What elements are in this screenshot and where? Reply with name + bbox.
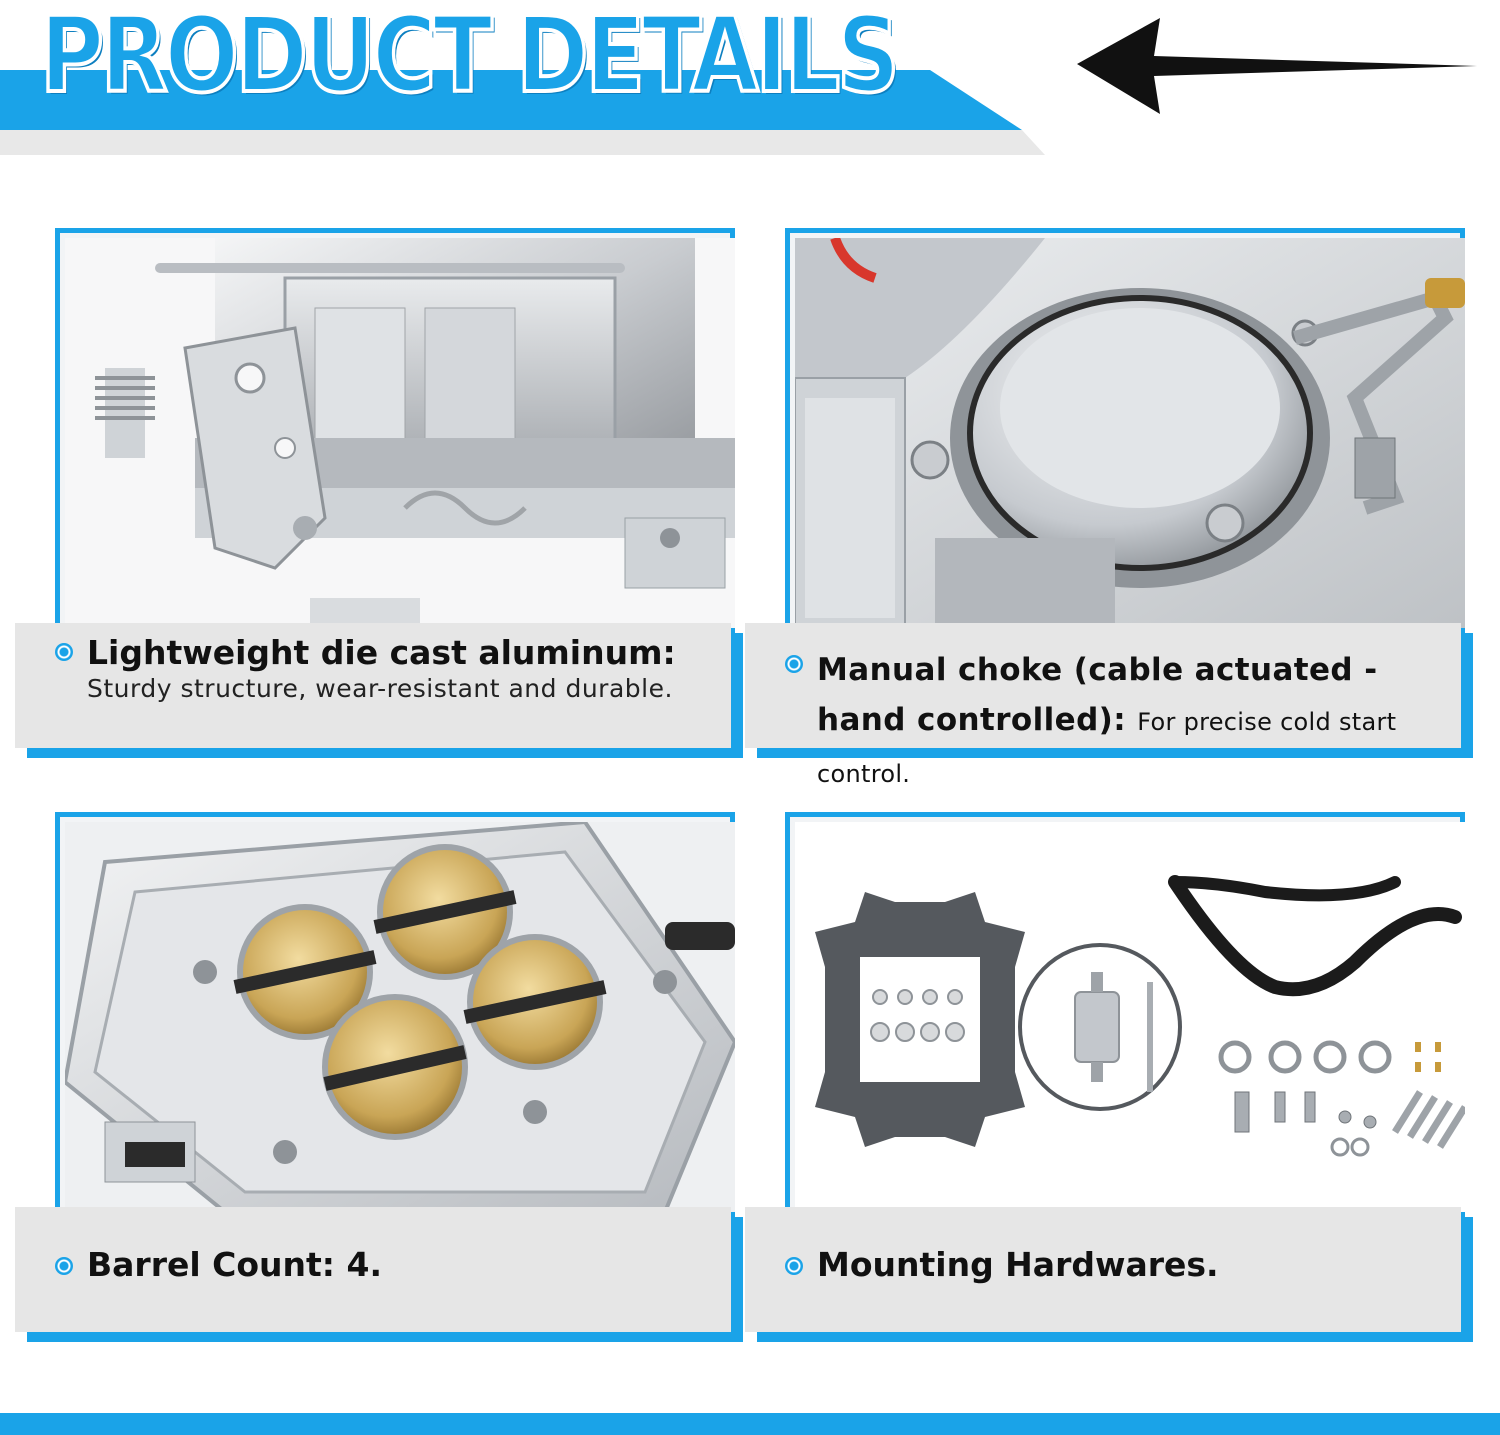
feature-panel-hardware: Mounting Hardwares.	[745, 812, 1485, 1347]
header: PRODUCT DETAILS	[0, 0, 1500, 170]
bullet-icon	[785, 1257, 803, 1275]
choke-housing-photo	[795, 238, 1465, 628]
feature-title: Lightweight die cast aluminum:	[87, 633, 676, 672]
feature-description: Sturdy structure, wear-resistant and dur…	[87, 674, 673, 703]
carburetor-side-photo	[65, 238, 735, 628]
bullet-icon	[55, 643, 73, 661]
feature-panel-choke: Manual choke (cable actuated - hand cont…	[745, 228, 1485, 788]
feature-title: Barrel Count: 4.	[87, 1245, 382, 1284]
header-band	[0, 70, 1045, 155]
footer-bar	[0, 1413, 1500, 1435]
feature-caption: Barrel Count: 4.	[15, 1207, 731, 1332]
feature-title: Mounting Hardwares.	[817, 1245, 1219, 1284]
feature-panel-aluminum: Lightweight die cast aluminum: Sturdy st…	[15, 228, 755, 763]
feature-caption: Mounting Hardwares.	[745, 1207, 1461, 1332]
feature-title-text: Manual choke (cable actuated - hand cont…	[817, 652, 1378, 738]
photo-frame	[55, 812, 735, 1332]
feature-caption: Manual choke (cable actuated - hand cont…	[745, 623, 1461, 788]
hardware-kit-photo	[795, 822, 1465, 1212]
feature-caption: Lightweight die cast aluminum: Sturdy st…	[15, 623, 731, 748]
bullet-icon	[785, 655, 803, 673]
feature-panel-barrels: Barrel Count: 4.	[15, 812, 755, 1347]
feature-title: Manual choke (cable actuated - hand cont…	[817, 645, 1441, 799]
page-title: PRODUCT DETAILS	[38, 0, 901, 116]
arrow-left-icon	[1077, 18, 1477, 114]
carburetor-base-photo	[65, 822, 735, 1212]
feature-description: For precise cold start control.	[817, 708, 1397, 788]
bullet-icon	[55, 1257, 73, 1275]
